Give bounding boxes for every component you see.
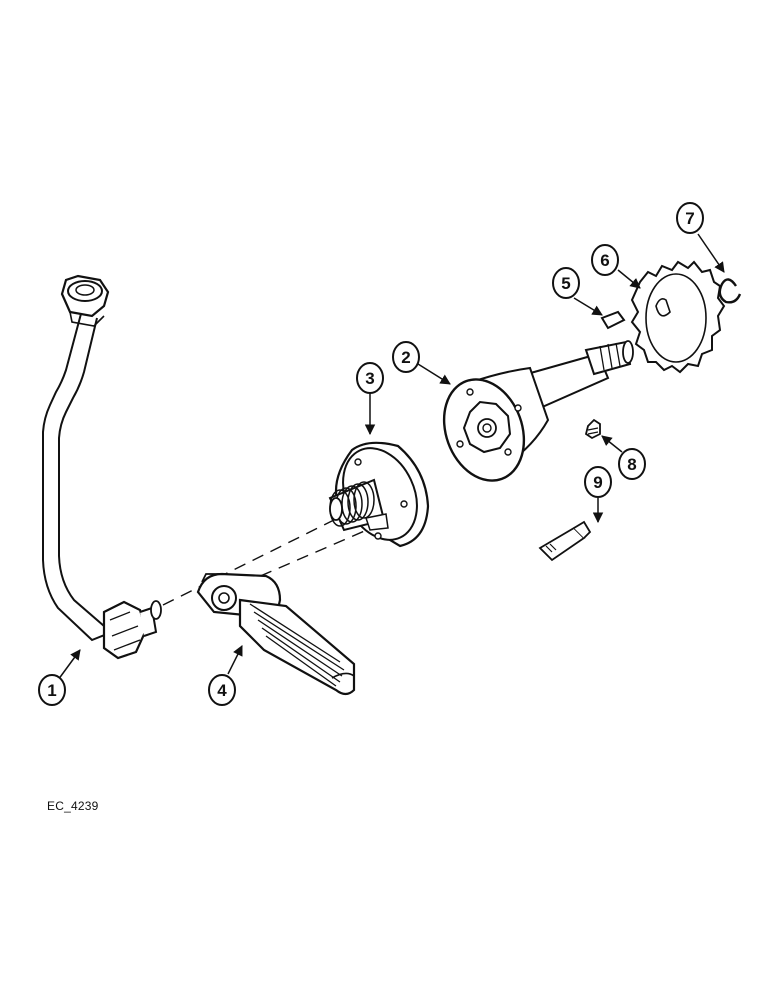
callout-8-label: 8 bbox=[627, 455, 636, 474]
callout-1-label: 1 bbox=[47, 681, 56, 700]
part-2-pump-housing bbox=[442, 340, 634, 482]
callout-7: 7 bbox=[676, 202, 725, 273]
callout-2-label: 2 bbox=[401, 348, 410, 367]
callout-5: 5 bbox=[552, 267, 603, 316]
part-1-pipe bbox=[42, 274, 162, 660]
part-7-snap-ring bbox=[718, 278, 742, 304]
part-9-fitting bbox=[538, 520, 592, 562]
callout-9: 9 bbox=[584, 466, 612, 524]
callout-3: 3 bbox=[356, 362, 384, 436]
callout-9-label: 9 bbox=[593, 473, 602, 492]
figure-reference-code: EC_4239 bbox=[47, 799, 99, 813]
part-5-key bbox=[600, 310, 626, 330]
callout-4: 4 bbox=[208, 645, 243, 706]
callout-6: 6 bbox=[591, 244, 641, 289]
part-6-gear bbox=[630, 260, 726, 374]
callout-6-label: 6 bbox=[600, 251, 609, 270]
part-4-lever bbox=[196, 572, 356, 696]
part-3-flange-bushing bbox=[328, 441, 430, 548]
callout-4-label: 4 bbox=[217, 681, 227, 700]
callout-5-label: 5 bbox=[561, 274, 570, 293]
assembly-lines bbox=[162, 511, 377, 606]
callout-2: 2 bbox=[392, 341, 451, 385]
callout-1: 1 bbox=[38, 649, 81, 706]
part-8-plug bbox=[584, 418, 601, 440]
callout-8: 8 bbox=[601, 435, 646, 480]
callout-3-label: 3 bbox=[365, 369, 374, 388]
callout-7-label: 7 bbox=[685, 209, 694, 228]
